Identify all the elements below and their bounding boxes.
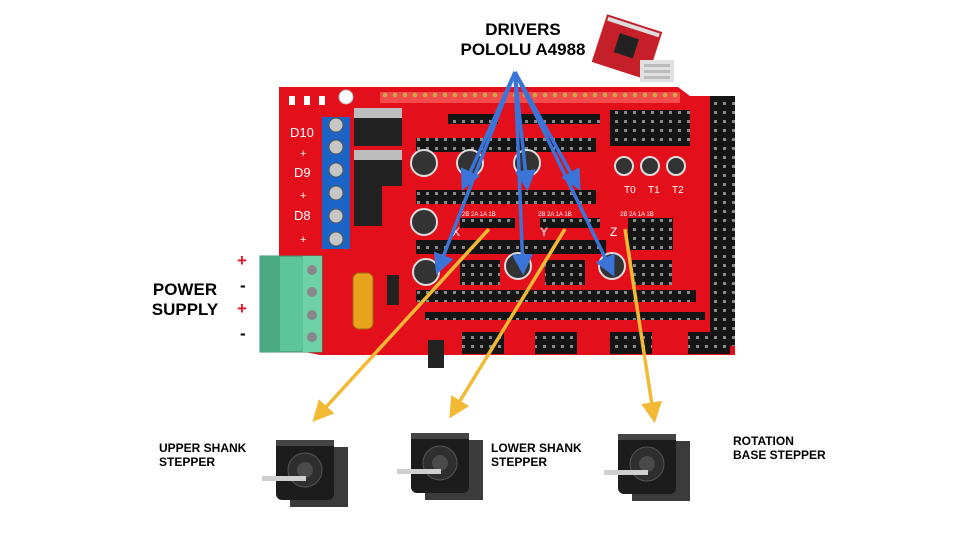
led: [289, 96, 295, 105]
terminal-minus-symbol: -: [240, 276, 246, 295]
capacitor: [504, 252, 532, 280]
svg-text:+: +: [300, 190, 306, 202]
led: [319, 96, 325, 105]
svg-text:Z: Z: [610, 225, 617, 239]
aux-header: [688, 332, 730, 354]
capacitor: [640, 156, 660, 176]
svg-text:D9: D9: [294, 165, 311, 180]
svg-text:D8: D8: [294, 208, 311, 223]
capacitor: [412, 258, 440, 286]
motor-arrows: [312, 227, 662, 424]
rotation-base-stepper-label: ROTATION BASE STEPPER: [733, 434, 826, 463]
lower-shank-label-line2: STEPPER: [491, 454, 548, 469]
rotation-base-label-line2: BASE STEPPER: [733, 447, 826, 462]
capacitor: [410, 149, 438, 177]
driver-arrows: [433, 71, 615, 277]
drivers-label-line1: DRIVERS: [485, 20, 561, 39]
drivers-label: DRIVERS POLOLU A4988: [438, 20, 608, 59]
terminal-plus-symbol: +: [237, 251, 247, 270]
capacitor: [614, 156, 634, 176]
pololu-a4988-driver-image: [591, 14, 674, 82]
drivers-label-line2: POLOLU A4988: [460, 39, 586, 59]
aux-header: [610, 332, 652, 354]
power-supply-label: POWER SUPPLY: [140, 280, 230, 319]
board-silkscreen: D10 D9 D8 + + + T0 T1 T2 X Y Z 2B 2A 1A …: [290, 125, 684, 246]
power-terminal-block: [259, 255, 323, 353]
svg-text:Y: Y: [540, 225, 548, 239]
arrow-to-x-axis-driver: [433, 71, 517, 275]
aux-header: [610, 110, 690, 146]
upper-shank-label-line1: UPPER SHANK: [159, 441, 247, 455]
right-header-pins: [710, 96, 735, 346]
output-terminal-block: [322, 117, 350, 249]
driver-socket: [416, 138, 596, 152]
svg-text:2B 2A 1A 1B: 2B 2A 1A 1B: [462, 212, 496, 218]
arrow-z-header-to-rotation-base: [623, 228, 662, 424]
rotation-base-label-line1: ROTATION: [733, 434, 794, 448]
svg-text:X: X: [452, 225, 460, 239]
arrow-y-header-to-lower-shank: [449, 228, 567, 419]
driver-socket: [416, 290, 696, 302]
aux-header: [462, 332, 504, 354]
svg-text:T0: T0: [624, 185, 636, 196]
lower-shank-label-line1: LOWER SHANK: [491, 441, 582, 455]
driver-socket: [416, 240, 606, 254]
aux-header: [535, 332, 577, 354]
svg-text:T1: T1: [648, 185, 660, 196]
stepper-motor-lower: [397, 433, 483, 500]
capacitor: [666, 156, 686, 176]
stepper-motor-upper: [262, 440, 348, 507]
ramps-board: D10 D9 D8 + + + T0 T1 T2 X Y Z 2B 2A 1A …: [279, 87, 735, 368]
upper-shank-label-line2: STEPPER: [159, 454, 216, 469]
reset-button: [428, 340, 444, 368]
svg-text:2B 2A 1A 1B: 2B 2A 1A 1B: [538, 212, 572, 218]
svg-text:+: +: [300, 148, 306, 160]
lower-shank-stepper-label: LOWER SHANK STEPPER: [491, 441, 582, 470]
arrow-to-z-axis-driver: [513, 71, 615, 277]
terminal-plus-symbol: +: [237, 299, 247, 318]
mounting-hole: [338, 89, 354, 105]
led: [304, 96, 310, 105]
terminal-minus-symbol: -: [240, 324, 246, 343]
driver-socket: [416, 190, 596, 204]
stepper-motor-rotation-base: [604, 434, 690, 501]
arrow-to-y-axis-driver: [511, 71, 533, 276]
svg-text:T2: T2: [672, 185, 684, 196]
power-supply-label-line1: POWER: [152, 280, 218, 299]
upper-shank-stepper-label: UPPER SHANK STEPPER: [159, 441, 247, 470]
svg-text:2B 2A 1A 1B: 2B 2A 1A 1B: [620, 212, 654, 218]
svg-text:+: +: [300, 234, 306, 246]
polyfuse: [352, 272, 374, 330]
svg-text:D10: D10: [290, 125, 314, 140]
capacitor: [410, 208, 438, 236]
power-supply-label-line2: SUPPLY: [151, 299, 219, 319]
mosfet: [354, 186, 382, 226]
arrow-x-header-to-upper-shank: [312, 227, 491, 422]
